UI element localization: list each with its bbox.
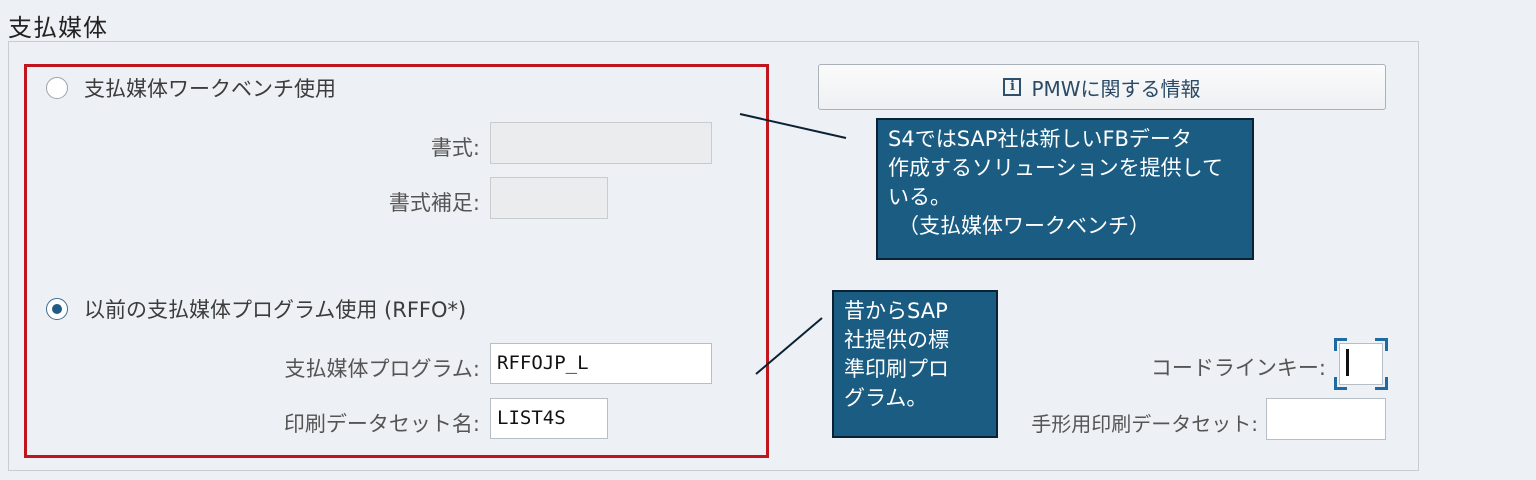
format-supplement-label: 書式補足:	[388, 191, 480, 215]
callout-legacy-program-line: 社提供の標	[844, 328, 949, 352]
bill-print-dataset-label: 手形用印刷データセット:	[1031, 412, 1258, 436]
format-label: 書式:	[430, 136, 480, 160]
callout-legacy-program: 昔からSAP 社提供の標 準印刷プロ グラム。	[832, 290, 998, 438]
callout-new-solution-line: 作成するソリューションを提供して	[888, 156, 1223, 180]
highlight-frame	[24, 64, 769, 458]
print-dataset-input[interactable]: LIST4S	[490, 398, 608, 439]
pmw-info-button-label: PMWに関する情報	[1031, 76, 1201, 101]
program-input[interactable]: RFFOJP_L	[490, 343, 712, 384]
info-icon: i	[1003, 78, 1022, 96]
print-dataset-label: 印刷データセット名:	[283, 412, 480, 436]
radio-classic-program[interactable]	[46, 298, 68, 320]
format-supplement-input[interactable]	[490, 177, 608, 219]
code-line-key-label: コードラインキー:	[1150, 356, 1326, 380]
callout-new-solution-line: （支払媒体ワークベンチ）	[898, 214, 1150, 238]
radio-classic-program-label: 以前の支払媒体プログラム使用 (RFFO*)	[84, 298, 467, 322]
callout-new-solution-line: S4ではSAP社は新しいFBデータ	[888, 127, 1192, 151]
pmw-info-button[interactable]: i PMWに関する情報	[818, 64, 1386, 110]
format-input[interactable]	[490, 122, 712, 164]
callout-connector-new-solution	[739, 113, 847, 139]
radio-pmw[interactable]	[46, 77, 68, 99]
callout-connector-legacy-program	[755, 317, 823, 375]
callout-legacy-program-line: グラム。	[844, 386, 928, 410]
text-caret	[1346, 349, 1349, 376]
callout-new-solution-line: いる。	[888, 185, 951, 209]
code-line-key-input[interactable]	[1334, 338, 1388, 390]
section-title: 支払媒体	[8, 14, 108, 42]
callout-legacy-program-line: 昔からSAP	[844, 299, 948, 323]
program-label: 支払媒体プログラム:	[284, 357, 480, 381]
callout-new-solution: S4ではSAP社は新しいFBデータ 作成するソリューションを提供して いる。 （…	[876, 118, 1254, 260]
callout-legacy-program-line: 準印刷プロ	[844, 357, 949, 381]
bill-print-dataset-input[interactable]	[1266, 398, 1386, 440]
radio-pmw-label: 支払媒体ワークベンチ使用	[84, 77, 336, 101]
